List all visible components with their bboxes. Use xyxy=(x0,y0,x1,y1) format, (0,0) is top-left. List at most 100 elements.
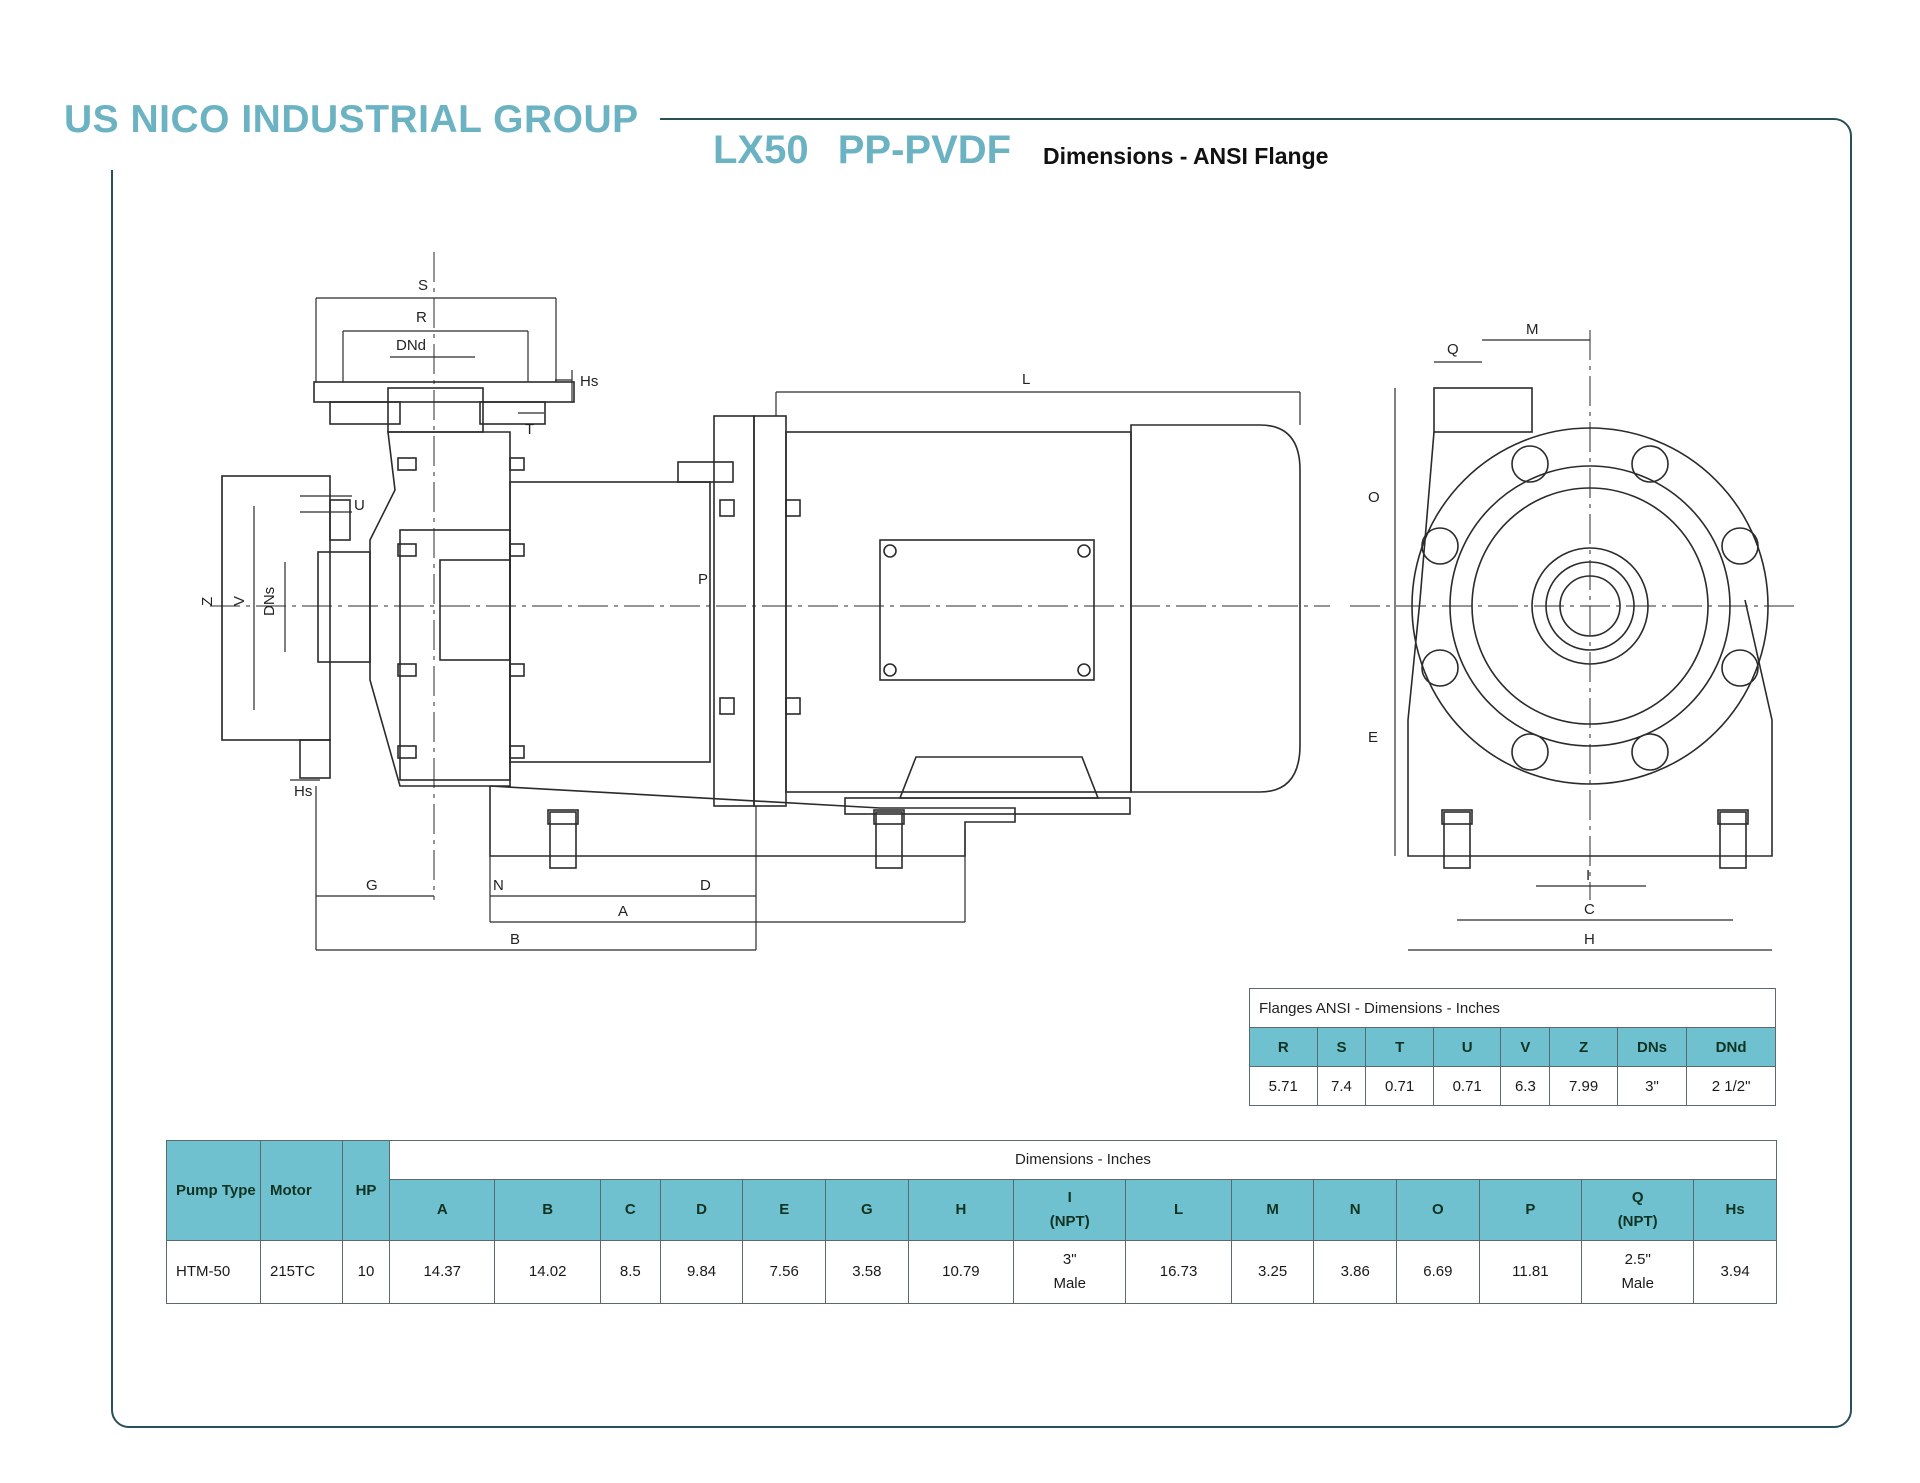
flanges-value-r: 5.71 xyxy=(1249,1066,1318,1106)
label-hs-top: Hs xyxy=(580,373,598,390)
value-motor: 215TC xyxy=(260,1240,343,1304)
header-hp: HP xyxy=(342,1140,390,1241)
page-frame xyxy=(111,118,1852,1428)
label-a: A xyxy=(618,903,628,920)
company-name: US NICO INDUSTRIAL GROUP xyxy=(64,98,639,141)
value-q-type: Male xyxy=(1621,1275,1654,1292)
value-o: 6.69 xyxy=(1396,1240,1480,1304)
value-e: 7.56 xyxy=(742,1240,827,1304)
header-p: P xyxy=(1478,1179,1583,1241)
label-o: O xyxy=(1368,489,1380,506)
label-hs-bottom: Hs xyxy=(294,783,312,800)
header-o: O xyxy=(1396,1179,1480,1241)
flanges-header-v: V xyxy=(1500,1027,1551,1067)
value-n: 3.86 xyxy=(1313,1240,1398,1304)
flanges-table-caption: Flanges ANSI - Dimensions - Inches xyxy=(1249,988,1776,1028)
dimensions-table-caption: Dimensions - Inches xyxy=(389,1140,1777,1180)
side-view xyxy=(210,252,1330,900)
label-b: B xyxy=(510,931,520,948)
label-l: L xyxy=(1022,371,1030,388)
value-i: 3" Male xyxy=(1013,1240,1127,1304)
flanges-value-s: 7.4 xyxy=(1316,1066,1367,1106)
value-b: 14.02 xyxy=(494,1240,601,1304)
value-hp: 10 xyxy=(342,1240,390,1304)
value-q-size: 2.5" xyxy=(1624,1251,1651,1268)
frame-gap xyxy=(100,100,660,170)
header-pump-type: Pump Type xyxy=(166,1140,261,1241)
header-n: N xyxy=(1313,1179,1398,1241)
value-hs: 3.94 xyxy=(1693,1240,1777,1304)
flanges-header-dnd: DNd xyxy=(1686,1027,1776,1067)
header-g: G xyxy=(825,1179,909,1241)
label-u: U xyxy=(354,497,365,514)
value-c: 8.5 xyxy=(599,1240,661,1304)
flanges-header-row: R S T U V Z DNs DNd xyxy=(1249,1027,1776,1067)
value-i-type: Male xyxy=(1053,1275,1086,1292)
label-r: R xyxy=(416,309,427,326)
flanges-header-z: Z xyxy=(1549,1027,1618,1067)
value-a: 14.37 xyxy=(388,1240,496,1304)
label-v: V xyxy=(231,596,248,606)
flanges-value-z: 7.99 xyxy=(1549,1066,1618,1106)
label-h: H xyxy=(1584,931,1595,948)
header-h: H xyxy=(907,1179,1015,1241)
label-c: C xyxy=(1584,901,1595,918)
value-i-size: 3" xyxy=(1062,1251,1077,1268)
dimensions-header-row: A B C D E G H I(NPT) L M N O P Q(NPT) Hs xyxy=(167,1179,1777,1241)
value-p: 11.81 xyxy=(1478,1240,1583,1304)
label-i: I xyxy=(1586,867,1590,884)
header-c: C xyxy=(599,1179,661,1241)
front-view xyxy=(1350,330,1800,900)
label-m: M xyxy=(1526,321,1539,338)
flanges-table: Flanges ANSI - Dimensions - Inches R S T… xyxy=(1249,988,1776,1106)
label-dns: DNs xyxy=(261,587,278,616)
value-pump-type: HTM-50 xyxy=(166,1240,261,1304)
flanges-header-r: R xyxy=(1249,1027,1318,1067)
flanges-header-dns: DNs xyxy=(1616,1027,1688,1067)
label-dnd: DNd xyxy=(396,337,426,354)
value-h: 10.79 xyxy=(907,1240,1015,1304)
value-d: 9.84 xyxy=(659,1240,744,1304)
header-b: B xyxy=(494,1179,601,1241)
header-q: Q (NPT) xyxy=(1581,1179,1695,1241)
value-l: 16.73 xyxy=(1125,1240,1232,1304)
header-i-sub: (NPT) xyxy=(1049,1213,1090,1230)
header-motor: Motor xyxy=(260,1140,343,1241)
header-d: D xyxy=(659,1179,744,1241)
header-e: E xyxy=(742,1179,827,1241)
value-g: 3.58 xyxy=(825,1240,909,1304)
header-q-sub: (NPT) xyxy=(1617,1213,1658,1230)
flanges-value-dnd: 2 1/2" xyxy=(1686,1066,1776,1106)
flanges-value-dns: 3" xyxy=(1616,1066,1688,1106)
header-i-label: I xyxy=(1067,1189,1072,1206)
flanges-header-s: S xyxy=(1316,1027,1367,1067)
value-m: 3.25 xyxy=(1230,1240,1315,1304)
label-n: N xyxy=(493,877,504,894)
front-dimension-lines xyxy=(1394,339,1772,951)
header-m: M xyxy=(1230,1179,1315,1241)
label-e: E xyxy=(1368,729,1378,746)
label-d: D xyxy=(700,877,711,894)
label-s: S xyxy=(418,277,428,294)
flanges-value-t: 0.71 xyxy=(1365,1066,1434,1106)
header-a: A xyxy=(388,1179,496,1241)
header-l: L xyxy=(1125,1179,1232,1241)
value-q: 2.5" Male xyxy=(1581,1240,1695,1304)
flanges-header-t: T xyxy=(1365,1027,1434,1067)
side-dimension-lines xyxy=(221,297,1301,951)
label-q: Q xyxy=(1447,341,1459,358)
label-t: T xyxy=(525,421,534,438)
header-q-label: Q xyxy=(1631,1189,1644,1206)
flanges-value-u: 0.71 xyxy=(1432,1066,1502,1106)
table-row: HTM-50 215TC 10 14.37 14.02 8.5 9.84 7.5… xyxy=(166,1240,1777,1304)
label-z: Z xyxy=(199,597,216,606)
document-subtitle: Dimensions - ANSI Flange xyxy=(1043,143,1329,169)
label-g: G xyxy=(366,877,378,894)
flanges-header-u: U xyxy=(1432,1027,1502,1067)
flanges-value-v: 6.3 xyxy=(1500,1066,1551,1106)
table-row: 5.71 7.4 0.71 0.71 6.3 7.99 3" 2 1/2" xyxy=(1249,1066,1776,1106)
label-p: P xyxy=(698,571,708,588)
dimensions-table: Pump Type Motor HP Dimensions - Inches A… xyxy=(166,1140,1777,1304)
model-title: LX50 PP-PVDF xyxy=(713,128,1012,172)
